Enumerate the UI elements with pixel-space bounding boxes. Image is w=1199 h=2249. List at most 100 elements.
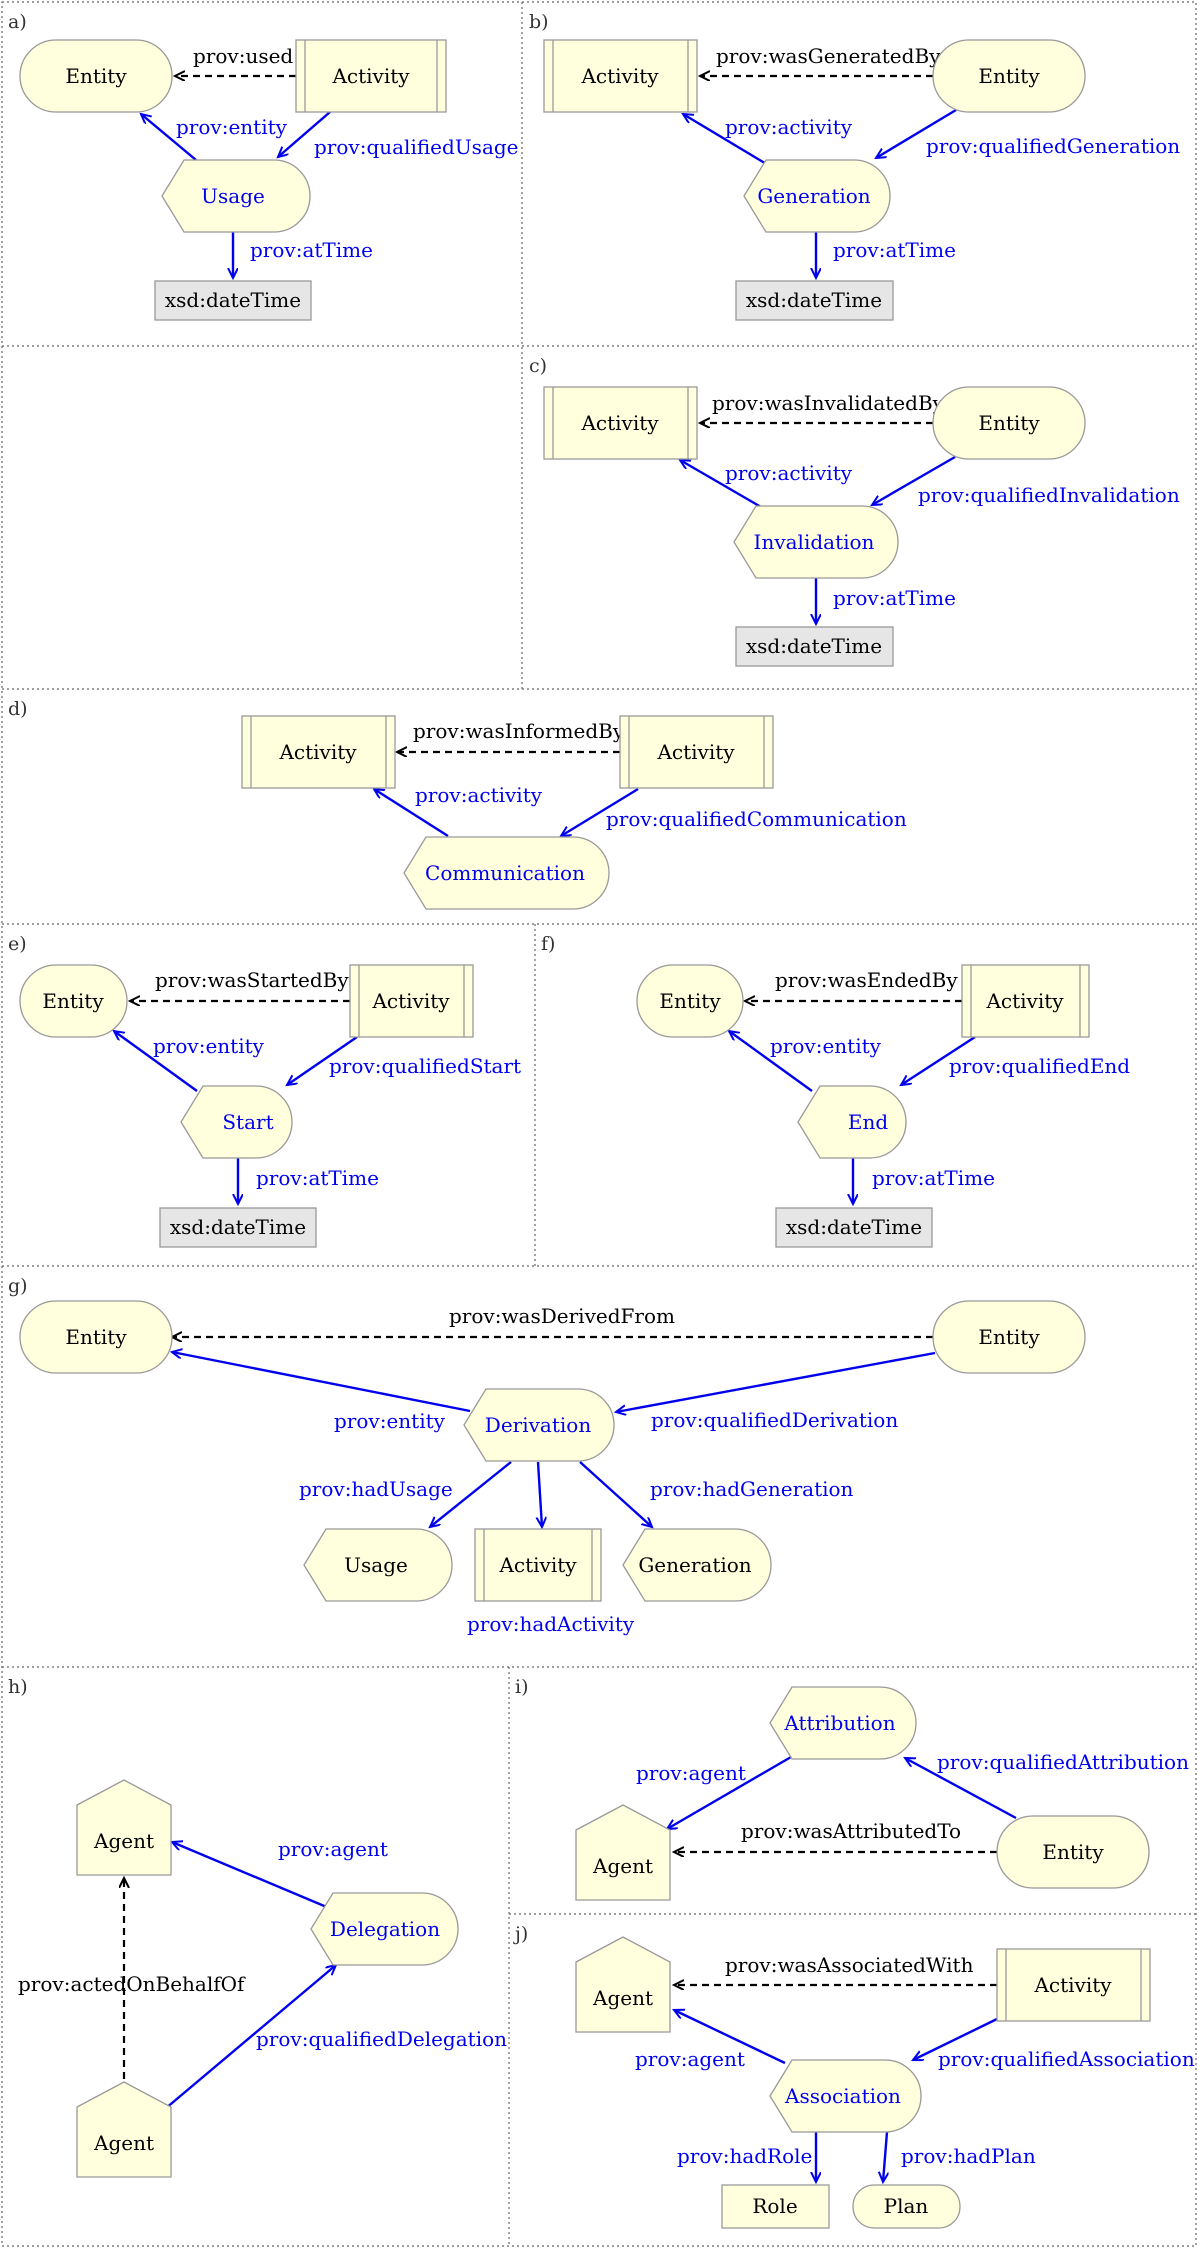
edge-label-used: prov:used <box>193 44 293 68</box>
end-label: End <box>848 1110 888 1134</box>
generation-node: Generation <box>743 159 891 233</box>
edge-qualified-generation <box>876 108 957 158</box>
entity-node: Entity <box>636 964 744 1038</box>
entity-node: Entity <box>932 386 1086 460</box>
edge-label-at-time: prov:atTime <box>833 238 956 262</box>
entity-node: Entity <box>932 39 1086 113</box>
panel-j: j) prov:wasAssociatedWith prov:agent pro… <box>513 1923 1195 2229</box>
edge-label-entity: prov:entity <box>176 115 288 139</box>
agent-label: Agent <box>592 1986 653 2010</box>
edge-label-activity: prov:activity <box>725 115 853 139</box>
generation-node: Generation <box>622 1528 772 1602</box>
panel-label-b: b) <box>529 11 549 33</box>
edge-label-activity: prov:activity <box>415 783 543 807</box>
edge-label-had-role: prov:hadRole <box>677 2144 812 2168</box>
edge-label-agent: prov:agent <box>278 1837 388 1861</box>
edge-activity <box>374 789 449 838</box>
panel-g: g) prov:wasDerivedFrom prov:entity prov:… <box>8 1275 1086 1636</box>
datetime-node: xsd:dateTime <box>159 1207 317 1248</box>
entity-right-label: Entity <box>978 1325 1040 1349</box>
activity-label: Activity <box>498 1553 577 1577</box>
panel-i: i) prov:wasAttributedTo prov:agent prov:… <box>515 1676 1189 1901</box>
entity-node: Entity <box>19 39 173 113</box>
panel-label-d: d) <box>8 698 28 720</box>
entity-label: Entity <box>65 64 127 88</box>
activity-label: Activity <box>985 989 1064 1013</box>
end-node: End <box>797 1085 907 1159</box>
edge-entity <box>141 114 197 161</box>
agent-top-label: Agent <box>93 1829 154 1853</box>
attribution-label: Attribution <box>783 1711 895 1735</box>
communication-label: Communication <box>425 861 585 885</box>
entity-left-node: Entity <box>19 1300 173 1374</box>
entity-left-label: Entity <box>65 1325 127 1349</box>
agent-node: Agent <box>575 1936 671 2033</box>
edge-label-qualified-start: prov:qualifiedStart <box>329 1054 521 1078</box>
edge-qualified-delegation <box>158 1965 336 2115</box>
activity-label: Activity <box>580 64 659 88</box>
role-node: Role <box>721 2184 830 2229</box>
panel-label-a: a) <box>8 11 27 33</box>
plan-label: Plan <box>884 2194 929 2218</box>
role-label: Role <box>752 2194 797 2218</box>
start-node: Start <box>180 1085 293 1159</box>
panel-label-c: c) <box>529 355 547 377</box>
invalidation-label: Invalidation <box>754 530 875 554</box>
edge-label-qualified-communication: prov:qualifiedCommunication <box>606 807 907 831</box>
edge-label-was-started-by: prov:wasStartedBy <box>155 968 349 992</box>
panel-h: h) prov:actedOnBehalfOf prov:agent prov:… <box>8 1676 507 2178</box>
activity-label: Activity <box>331 64 410 88</box>
edge-label-qualified-invalidation: prov:qualifiedInvalidation <box>918 483 1180 507</box>
edge-label-qualified-generation: prov:qualifiedGeneration <box>926 134 1180 158</box>
entity-node: Entity <box>19 964 128 1038</box>
edge-had-generation <box>579 1461 652 1527</box>
panel-d: d) prov:wasInformedBy prov:activity prov… <box>8 698 907 910</box>
activity-label: Activity <box>1033 1973 1112 1997</box>
activity-label: Activity <box>580 411 659 435</box>
panel-a: a) prov:used prov:entity prov:qualifiedU… <box>8 11 519 321</box>
edge-label-was-ended-by: prov:wasEndedBy <box>775 968 958 992</box>
edge-label-entity: prov:entity <box>153 1034 265 1058</box>
edge-label-was-invalidated-by: prov:wasInvalidatedBy <box>712 391 945 415</box>
edge-label-entity: prov:entity <box>770 1034 882 1058</box>
entity-label: Entity <box>978 64 1040 88</box>
edge-label-had-activity: prov:hadActivity <box>467 1612 635 1636</box>
edge-entity <box>114 1031 198 1092</box>
panel-label-h: h) <box>8 1676 28 1698</box>
activity-left-label: Activity <box>278 740 357 764</box>
edge-qualified-association <box>913 2017 998 2060</box>
derivation-label: Derivation <box>485 1413 592 1437</box>
datetime-label: xsd:dateTime <box>165 288 301 312</box>
entity-node: Entity <box>996 1815 1150 1889</box>
association-node: Association <box>769 2059 922 2133</box>
edge-label-was-informed-by: prov:wasInformedBy <box>413 719 625 743</box>
activity-node: Activity <box>961 964 1090 1038</box>
activity-label: Activity <box>371 989 450 1013</box>
activity-node: Activity <box>349 964 474 1038</box>
datetime-node: xsd:dateTime <box>735 280 894 321</box>
activity-node-left: Activity <box>241 715 396 789</box>
entity-label: Entity <box>978 411 1040 435</box>
association-label: Association <box>784 2084 901 2108</box>
usage-label: Usage <box>201 184 265 208</box>
panel-label-e: e) <box>8 933 27 955</box>
communication-node: Communication <box>403 836 610 910</box>
edge-label-was-attributed-to: prov:wasAttributedTo <box>741 1819 961 1843</box>
derivation-node: Derivation <box>463 1388 615 1462</box>
edge-qualified-start <box>287 1036 358 1085</box>
entity-label: Entity <box>659 989 721 1013</box>
edge-label-qualified-association: prov:qualifiedAssociation <box>938 2047 1195 2071</box>
edge-entity <box>172 1352 471 1413</box>
usage-label: Usage <box>344 1553 408 1577</box>
edge-had-usage <box>430 1461 512 1527</box>
entity-right-node: Entity <box>932 1300 1086 1374</box>
edge-label-qualified-delegation: prov:qualifiedDelegation <box>256 2027 507 2051</box>
plan-node: Plan <box>852 2184 961 2229</box>
start-label: Start <box>222 1110 273 1134</box>
datetime-node: xsd:dateTime <box>775 1207 933 1248</box>
datetime-label: xsd:dateTime <box>170 1215 306 1239</box>
delegation-node: Delegation <box>310 1892 459 1966</box>
activity-node: Activity <box>543 39 698 113</box>
entity-label: Entity <box>1042 1840 1104 1864</box>
panel-label-i: i) <box>515 1676 529 1698</box>
